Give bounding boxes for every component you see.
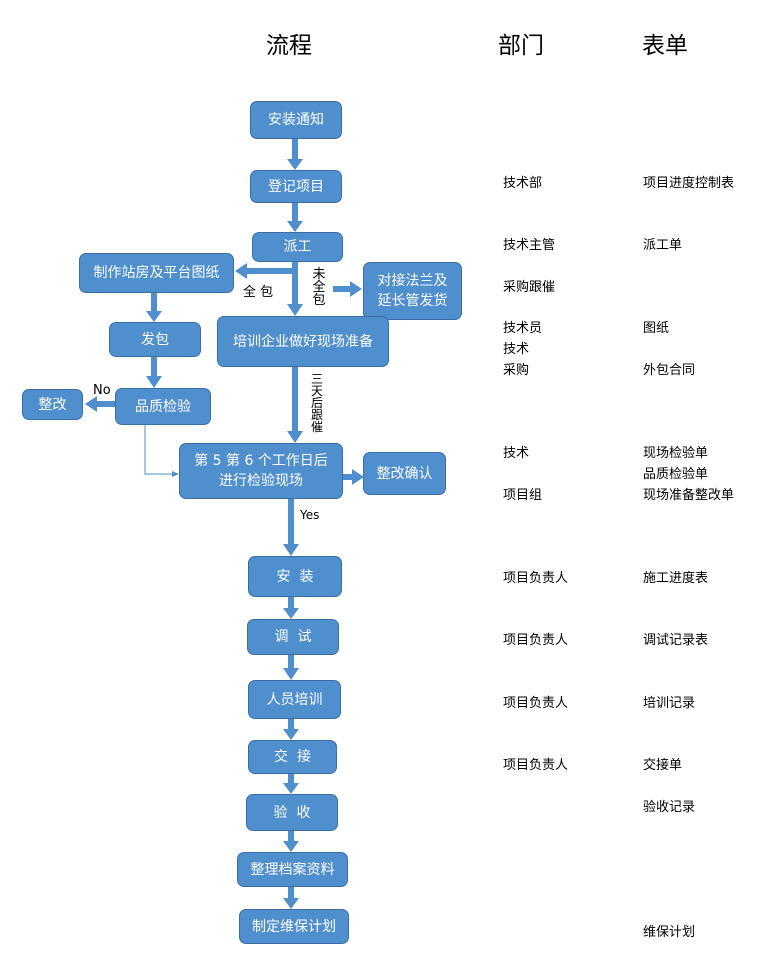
node-rectify: 整改	[22, 389, 83, 420]
node-archive: 整理档案资料	[237, 852, 348, 887]
form-acceptance-record: 验收记录	[643, 800, 696, 815]
form-outsource-contract: 外包合同	[643, 363, 696, 378]
node-handover: 交 接	[248, 740, 337, 774]
node-register-project: 登记项目	[250, 170, 342, 203]
dept-tech-2: 技术	[503, 446, 530, 461]
node-site-check: 第 5 第 6 个工作日后进行检验现场	[179, 443, 343, 499]
form-drawings: 图纸	[643, 321, 670, 336]
dept-project-lead-install: 项目负责人	[503, 571, 569, 586]
dept-tech: 技术	[503, 342, 530, 357]
node-quality-check: 品质检验	[115, 388, 211, 425]
form-dispatch-sheet: 派工单	[643, 238, 683, 253]
dept-purchase-followup: 采购跟催	[503, 280, 556, 295]
node-install-notice: 安装通知	[250, 101, 342, 139]
header-process: 流程	[266, 33, 312, 59]
dept-technician: 技术员	[503, 321, 543, 336]
node-outsource: 发包	[109, 322, 201, 357]
node-flange-shipping: 对接法兰及延长管发货	[363, 262, 462, 320]
node-staff-training: 人员培训	[248, 680, 341, 719]
label-full-package: 全 包	[243, 285, 274, 300]
form-construction-schedule: 施工进度表	[643, 571, 709, 586]
dept-tech-department: 技术部	[503, 176, 543, 191]
dept-project-lead-training: 项目负责人	[503, 696, 569, 711]
header-form: 表单	[642, 33, 688, 59]
form-quality-inspection: 品质检验单	[643, 467, 709, 482]
form-progress-control: 项目进度控制表	[643, 176, 735, 191]
label-three-days-followup: 三天后跟催	[310, 372, 323, 434]
label-yes: Yes	[300, 508, 320, 522]
dept-project-lead-handover: 项目负责人	[503, 758, 569, 773]
node-debug: 调 试	[247, 619, 339, 655]
node-make-drawings: 制作站房及平台图纸	[79, 253, 234, 293]
form-maintenance-plan: 维保计划	[643, 925, 696, 940]
dept-project-lead-debug: 项目负责人	[503, 633, 569, 648]
node-rectify-confirm: 整改确认	[363, 452, 446, 495]
form-site-inspection: 现场检验单	[643, 446, 709, 461]
node-training-prep: 培训企业做好现场准备	[217, 316, 389, 367]
label-no: No	[93, 383, 111, 398]
dept-tech-supervisor: 技术主管	[503, 238, 556, 253]
header-department: 部门	[498, 33, 544, 59]
dept-project-team: 项目组	[503, 488, 543, 503]
dept-purchase: 采购	[503, 363, 530, 378]
form-handover-sheet: 交接单	[643, 758, 683, 773]
node-maintenance-plan: 制定维保计划	[239, 909, 349, 944]
node-install: 安 装	[248, 556, 342, 597]
label-not-full-package: 未全包	[312, 267, 326, 308]
node-acceptance: 验 收	[246, 794, 338, 831]
node-dispatch: 派工	[252, 232, 343, 262]
form-site-rectification: 现场准备整改单	[643, 488, 735, 503]
form-training-record: 培训记录	[643, 696, 696, 711]
form-debug-record: 调试记录表	[643, 633, 709, 648]
